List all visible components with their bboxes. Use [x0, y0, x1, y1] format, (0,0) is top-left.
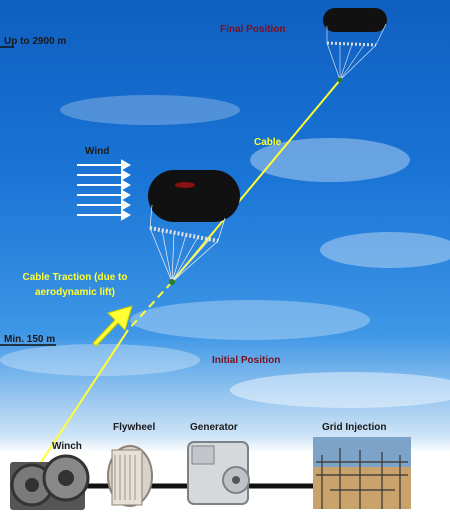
traction-arrow [92, 305, 133, 347]
winch-image [10, 454, 90, 510]
wind-arrows [77, 159, 132, 221]
kite-mid-position [148, 170, 240, 285]
altitude-max-label: Up to 2900 m [4, 36, 67, 47]
cable-line-lower [27, 329, 129, 483]
traction-label: Cable Traction (due to aerodynamic lift) [22, 272, 128, 298]
clouds [0, 95, 450, 408]
grid-injection-image [313, 437, 411, 509]
altitude-min-label: Min. 150 m [4, 334, 56, 345]
generator-image [187, 441, 250, 505]
cable-line-dashed [127, 281, 173, 331]
grid-injection-label: Grid Injection [322, 422, 387, 433]
generator-label: Generator [190, 422, 238, 433]
flywheel-image [107, 445, 153, 507]
winch-label: Winch [52, 441, 82, 452]
final-position-label: Final Position [220, 24, 286, 35]
kite-final-position [323, 8, 387, 83]
cable-label: Cable [254, 137, 282, 148]
flywheel-label: Flywheel [113, 422, 156, 433]
cable-line-upper [171, 79, 341, 283]
initial-position-label: Initial Position [212, 355, 281, 366]
wind-label: Wind [85, 146, 110, 157]
